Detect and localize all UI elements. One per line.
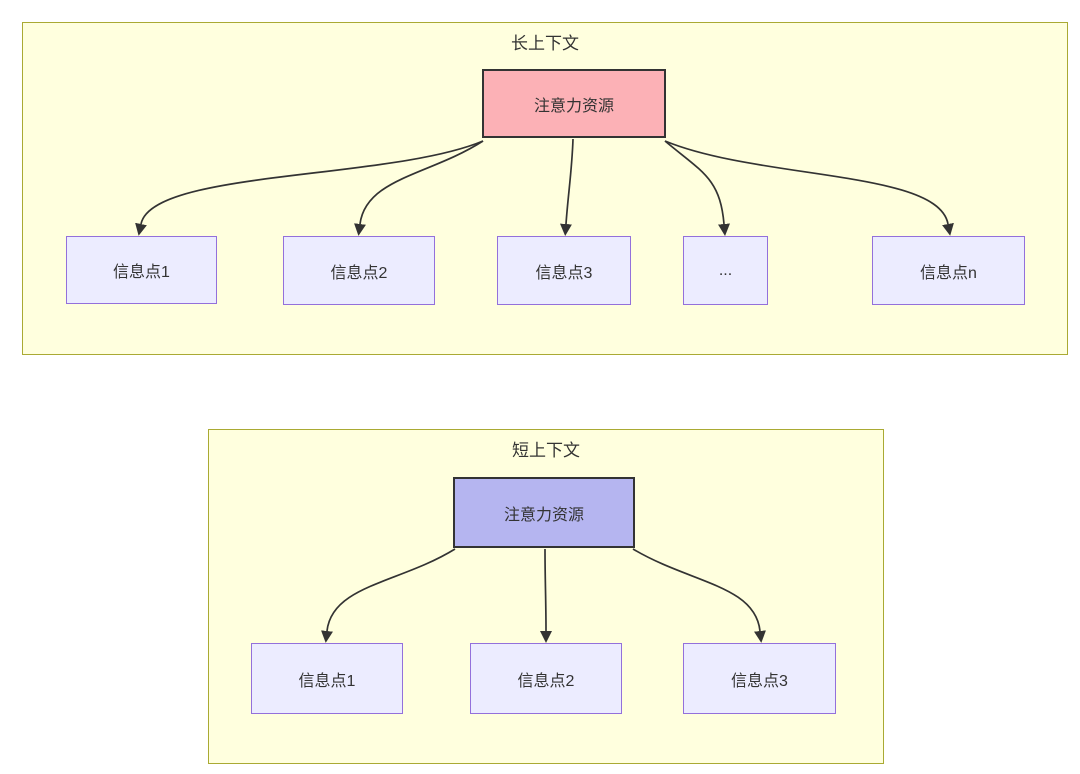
short-attention-node: 注意力资源	[453, 477, 635, 548]
long-info-node-1: 信息点1	[66, 236, 217, 304]
long-context-title: 长上下文	[511, 34, 579, 53]
long-info-node-n: 信息点n	[872, 236, 1025, 305]
short-info-node-1: 信息点1	[251, 643, 403, 714]
long-info-node-ellipsis: ...	[683, 236, 768, 305]
short-info-node-2: 信息点2	[470, 643, 622, 714]
long-info-node-2: 信息点2	[283, 236, 435, 305]
short-context-title: 短上下文	[512, 441, 580, 460]
short-info-node-3: 信息点3	[683, 643, 836, 714]
long-info-node-3: 信息点3	[497, 236, 631, 305]
long-attention-node: 注意力资源	[482, 69, 666, 138]
